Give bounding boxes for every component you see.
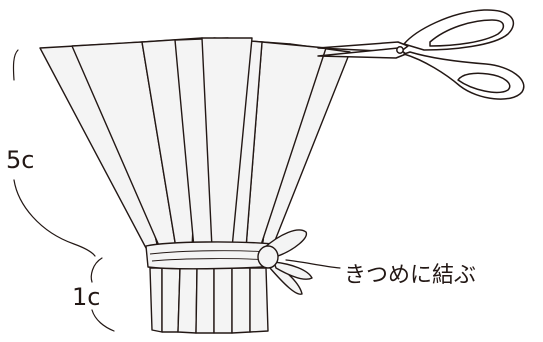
tie-knot (257, 229, 313, 295)
bundle-lower (149, 267, 269, 334)
tie-band (145, 241, 277, 270)
paper-fan (39, 37, 351, 249)
tie-instruction-label: きつめに結ぶ (344, 263, 477, 288)
scissors-icon (317, 9, 525, 100)
dimension-label-1c: 1c (72, 283, 101, 311)
dimension-bracket-1c (90, 257, 115, 332)
leader-line (285, 259, 341, 269)
dimension-label-5c: 5c (6, 146, 35, 174)
dimension-bracket-5c (12, 49, 96, 257)
